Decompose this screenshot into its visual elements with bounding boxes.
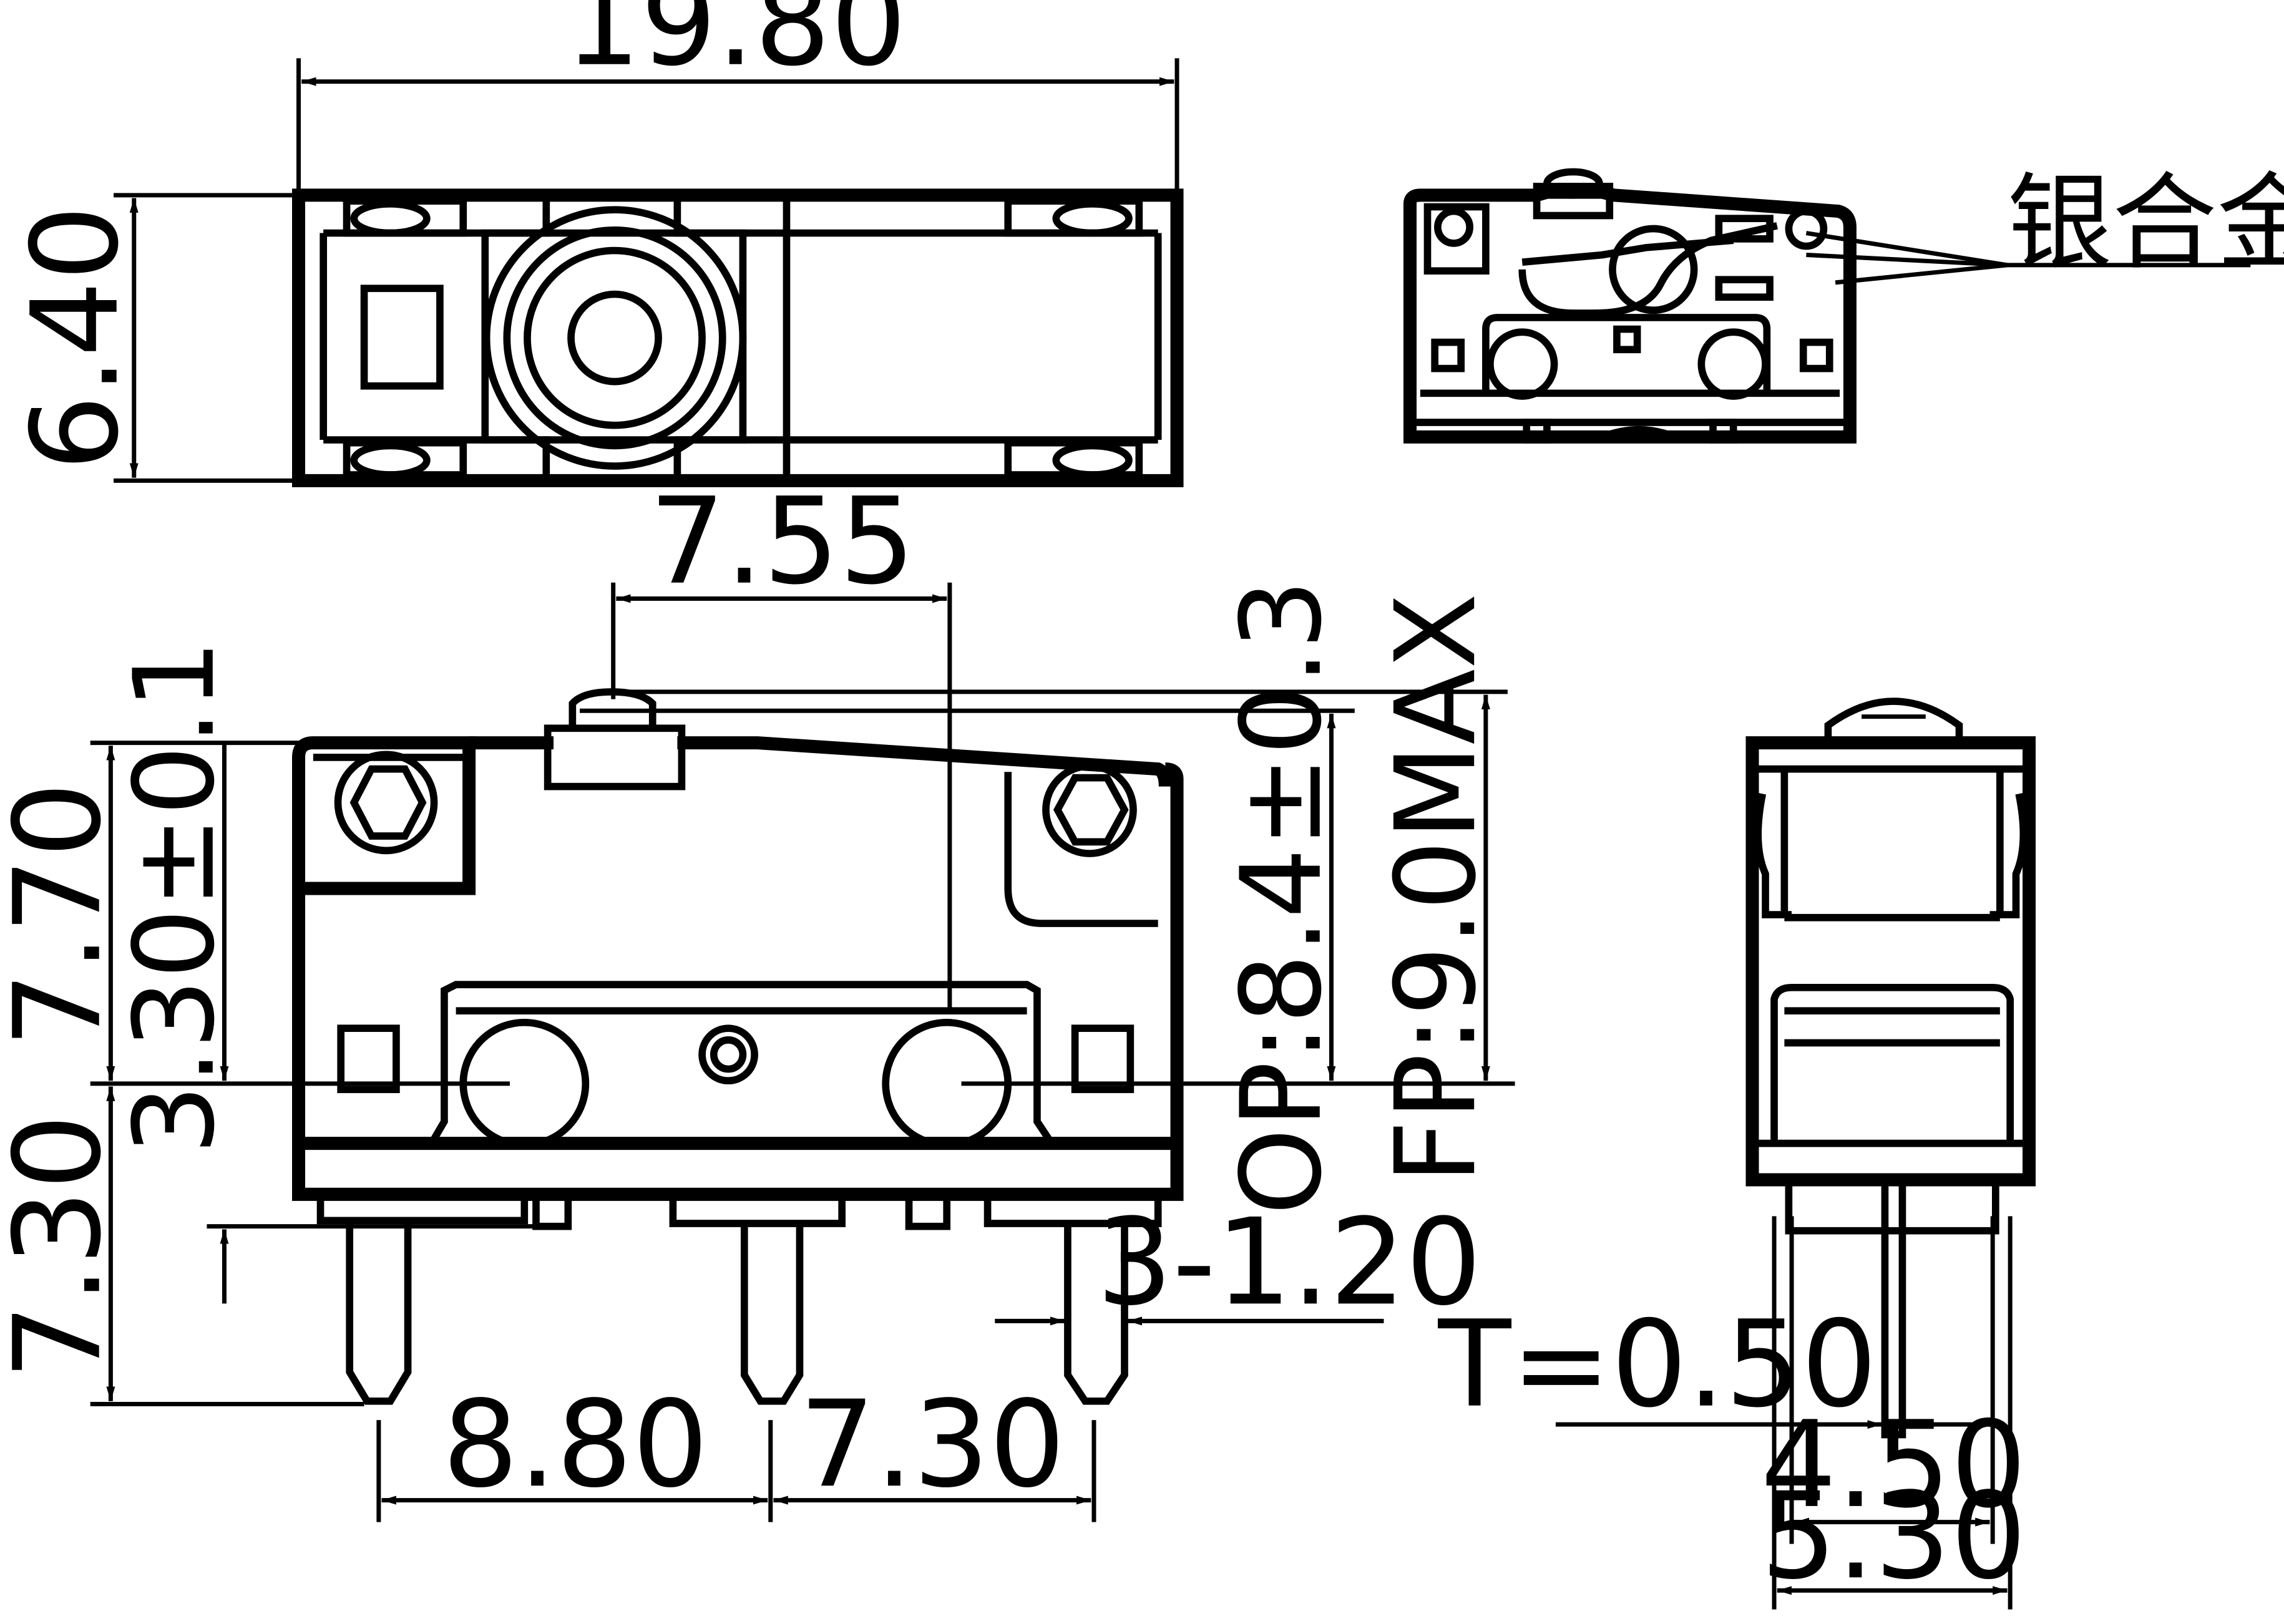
window-slot (360, 284, 444, 390)
front-body (292, 736, 476, 1195)
dim-label-op-tolerance: 3.30±0.1 (110, 639, 239, 1155)
leader-line (1835, 263, 2008, 285)
dim-label-fp: FP:9.0MAX (1371, 593, 1500, 1184)
terminal-pin-left (346, 1223, 412, 1405)
dim-label-pin-span-inner: 4.50 (1760, 1396, 2026, 1535)
dim-label-upper-height: 7.70 (0, 782, 128, 1048)
side-pin (1881, 1179, 1906, 1439)
leader-line (1805, 231, 2008, 268)
side-view: T=0.50 4.50 5.30 (1438, 698, 2036, 1610)
dim-label-op: OP:8.4±0.3 (1217, 579, 1346, 1215)
front-view: 7.55 7.70 7.30 3.30±0.1 OP:8.4±0.3 FP:9.… (0, 472, 1515, 1522)
dim-label-pin-width: 3-1.20 (1096, 1193, 1481, 1332)
dim-label-width: 19.80 (565, 0, 907, 93)
dim-label-actuator-offset: 7.55 (649, 472, 915, 611)
dim-label-pin-spacing-left: 8.80 (442, 1375, 708, 1514)
dim-label-height: 6.40 (6, 205, 145, 471)
terminal-pin-right (1064, 1223, 1128, 1405)
top-view: 19.80 6.40 (6, 0, 1184, 487)
internal-housing (1403, 185, 1857, 444)
switch-body-top (292, 188, 1184, 487)
internal-view: 银合金触点 (1403, 162, 2284, 444)
contact-label: 银合金触点 (2008, 162, 2284, 284)
dim-label-thickness: T=0.50 (1438, 1295, 1877, 1434)
side-body (1745, 736, 2036, 1187)
dim-label-lower-height: 7.30 (0, 1114, 128, 1379)
leader-line (1806, 253, 2008, 268)
dim-label-pin-spacing-right: 7.30 (799, 1375, 1065, 1514)
dim-label-pin-span-outer: 5.30 (1760, 1467, 2026, 1606)
actuator-plunger (544, 724, 686, 790)
plunger-center (567, 290, 662, 386)
plunger-outer-ring (482, 206, 747, 470)
terminal-pin-middle (740, 1223, 804, 1405)
